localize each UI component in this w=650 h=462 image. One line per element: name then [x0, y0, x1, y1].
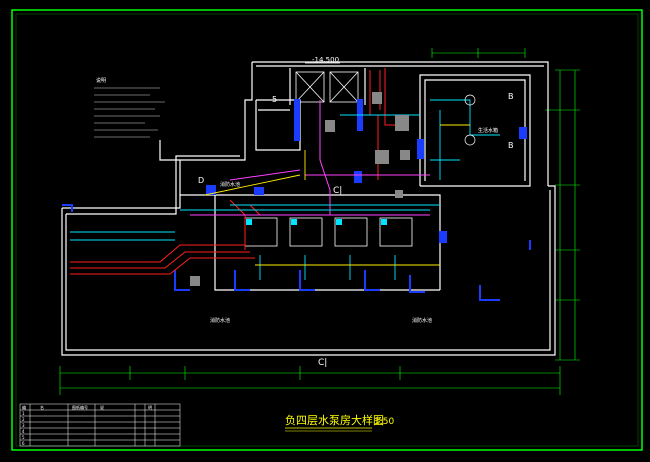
bottom-dimension — [59, 366, 561, 395]
grid-marker-f: B — [508, 141, 514, 150]
drawing-frame — [11, 9, 643, 451]
grid-markers: B D B — [198, 92, 514, 185]
elevator-shafts — [295, 71, 359, 103]
drawing-title-text: 负四层水泵房大样图 — [285, 413, 384, 427]
elevation-label: -14.500 — [312, 56, 339, 64]
room-number: 5 — [272, 95, 277, 104]
legend-header: 编 — [22, 404, 26, 410]
legend-cell: 1 — [22, 411, 25, 416]
legend-cell: 3 — [22, 423, 25, 428]
grid-marker-d: D — [198, 176, 204, 185]
building-walls — [61, 61, 556, 356]
drawing-scale: 1:50 — [374, 417, 394, 427]
legend-header: 名 — [40, 404, 44, 410]
drawing-inner-frame — [15, 13, 639, 447]
grid-marker-b: B — [508, 92, 514, 101]
legend-cell: 6 — [22, 441, 25, 446]
notes-block: 说明 — [94, 77, 165, 138]
top-dimension — [431, 48, 526, 58]
axis-marker-bottom: C| — [318, 358, 327, 368]
pipe-cyan — [70, 99, 500, 280]
notes-heading: 说明 — [96, 77, 106, 84]
elevation-marker: -14.500 — [305, 56, 340, 64]
legend-cell: 2 — [22, 417, 25, 422]
legend-header: 说 — [100, 404, 104, 410]
legend-cell: 4 — [22, 429, 25, 434]
valve-fittings — [190, 92, 410, 286]
legend-header: 图纸编号 — [72, 404, 88, 410]
pipe-magenta — [190, 100, 430, 216]
pipe-yellow — [204, 124, 470, 266]
pipe-red — [70, 68, 395, 275]
axis-marker-mid: C| — [333, 186, 342, 196]
pump-units — [244, 217, 413, 247]
legend-header: 明 — [148, 405, 152, 410]
room-label-bottom-left: 消防水池 — [210, 317, 230, 324]
legend-cell: 5 — [22, 435, 25, 440]
drawing-title: 负四层水泵房大样图 1:50 — [285, 413, 394, 432]
room-label-pump-left: 消防水池 — [220, 181, 240, 188]
room-label-tank: 生活水箱 — [478, 127, 498, 134]
room-label-bottom-right: 消防水池 — [412, 317, 432, 324]
legend-table — [19, 403, 181, 447]
right-dimension — [545, 69, 580, 361]
